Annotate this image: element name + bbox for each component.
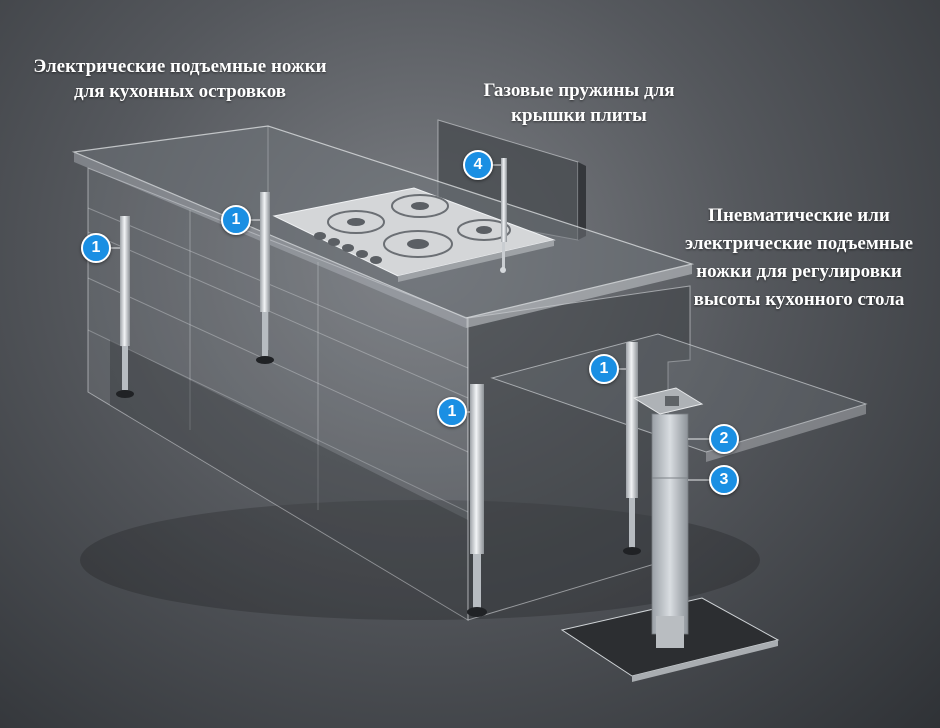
marker-column-upper: 2	[709, 424, 739, 454]
marker-leg-front-right: 1	[437, 397, 467, 427]
island-leg-front-left	[116, 216, 134, 398]
marker-leg-back-left: 1	[221, 205, 251, 235]
caption-table-line: Пневматические или	[708, 205, 890, 226]
caption-table-line: электрические подъемные	[684, 233, 914, 254]
caption-table-legs: Пневматические или электрические подъемн…	[668, 202, 930, 314]
gas-hob	[272, 187, 556, 282]
caption-gas-springs: Газовые пружины для крышки плиты	[468, 78, 690, 128]
caption-island-line: для кухонных островков	[73, 81, 287, 102]
caption-island-legs: Электрические подъемные ножки для кухонн…	[18, 54, 342, 104]
caption-gas-line: крышки плиты	[511, 105, 647, 126]
caption-gas-line: Газовые пружины для	[483, 80, 675, 101]
marker-column-lower: 3	[709, 465, 739, 495]
marker-gas-spring: 4	[463, 150, 493, 180]
table-pedestal-column	[560, 387, 780, 682]
caption-table-line: ножки для регулировки	[696, 261, 902, 282]
marker-table-leg-back: 1	[589, 354, 619, 384]
island-leg-back-left	[256, 192, 274, 364]
island-leg-front-right	[467, 384, 487, 617]
marker-leg-front-left: 1	[81, 233, 111, 263]
island-left-face	[87, 167, 469, 621]
caption-island-line: Электрические подъемные ножки	[33, 56, 327, 77]
marker-leaders	[111, 164, 709, 481]
gas-spring-rod	[500, 158, 507, 273]
caption-table-line: высоты кухонного стола	[693, 289, 905, 310]
table-leg-back	[623, 342, 641, 555]
